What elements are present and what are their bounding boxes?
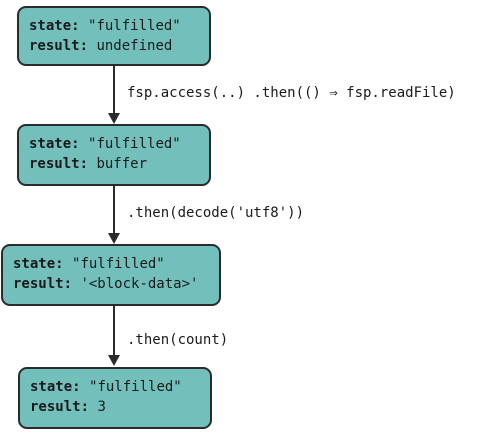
connector-line-2 [113,186,115,234]
result-key: result: [29,38,89,54]
connector-line-1 [113,66,115,114]
result-value: '<block-data>' [80,276,199,292]
state-value: "fulfilled" [89,379,182,395]
result-key: result: [13,276,73,292]
result-key: result: [29,156,89,172]
arrowhead-down-1 [108,113,120,124]
result-line: result: buffer [29,154,199,174]
result-key: result: [30,399,90,415]
state-value: "fulfilled" [88,18,181,34]
state-value: "fulfilled" [72,256,165,272]
state-key: state: [29,136,80,152]
promise-state-box-3: state: "fulfilled" result: '<block-data>… [1,244,221,306]
promise-state-box-1: state: "fulfilled" result: undefined [17,6,211,66]
promise-state-box-4: state: "fulfilled" result: 3 [18,367,212,429]
connector-line-3 [113,306,115,356]
state-line: state: "fulfilled" [30,377,200,397]
state-key: state: [29,18,80,34]
result-value: buffer [96,156,148,172]
result-line: result: 3 [30,397,200,417]
state-key: state: [30,379,81,395]
step-label-3: .then(count) [127,332,229,348]
state-line: state: "fulfilled" [13,254,209,274]
state-line: state: "fulfilled" [29,16,199,36]
step-label-2: .then(decode('utf8')) [127,205,305,221]
result-value: undefined [96,38,173,54]
state-key: state: [13,256,64,272]
result-value: 3 [97,399,106,415]
promise-state-box-2: state: "fulfilled" result: buffer [17,124,211,186]
arrowhead-down-2 [108,233,120,244]
result-line: result: undefined [29,36,199,56]
step-label-1: fsp.access(..) .then(() ⇒ fsp.readFile) [127,85,456,101]
state-line: state: "fulfilled" [29,134,199,154]
result-line: result: '<block-data>' [13,274,209,294]
arrowhead-down-3 [108,355,120,366]
state-value: "fulfilled" [88,136,181,152]
